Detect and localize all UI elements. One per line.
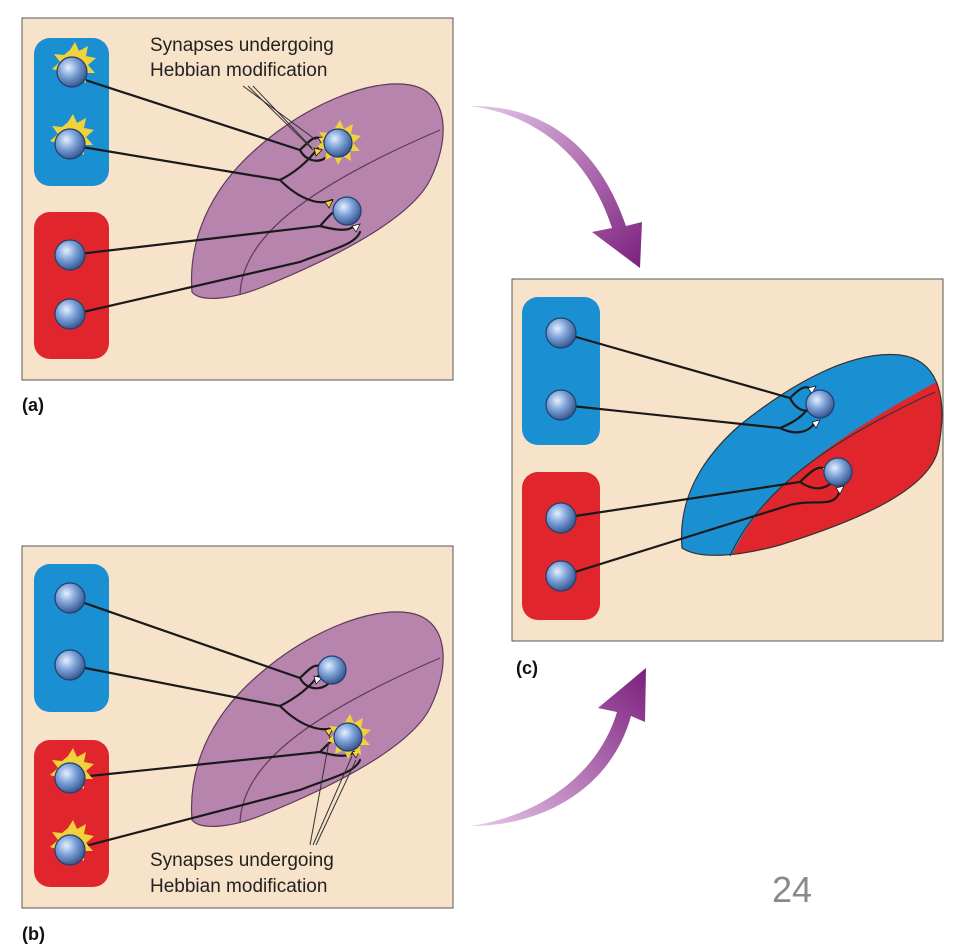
panel-c-cortex-boundary bbox=[729, 391, 936, 557]
panel-c-axon-2b bbox=[778, 422, 816, 434]
panel-a-axon-1b bbox=[298, 148, 330, 162]
panel-a-synapse-3 bbox=[324, 199, 334, 209]
panel-a-axon-3b bbox=[318, 224, 356, 231]
panel-c: (c) bbox=[511, 278, 944, 678]
panel-b-axon-1b bbox=[298, 676, 330, 690]
panel-b-pointer-3 bbox=[315, 759, 357, 846]
panel-c-presynaptic-neuron-2 bbox=[545, 389, 577, 421]
panel-a-caption-line-1: Synapses undergoing bbox=[150, 35, 334, 56]
panel-b-cortex-fold bbox=[239, 657, 441, 824]
panel-b-postsynaptic-neuron-2 bbox=[333, 722, 363, 752]
panel-c-presynaptic-neuron-3 bbox=[545, 502, 577, 534]
panel-b-presynaptic-neuron-1 bbox=[54, 582, 86, 614]
panel-a-pointer-1 bbox=[242, 85, 317, 141]
panel-b-cortex-region bbox=[190, 611, 444, 827]
panel-a-axon-4 bbox=[68, 230, 362, 317]
panel-c-postsynaptic-neuron-1 bbox=[805, 389, 835, 419]
panel-c-postsynaptic-neuron-2 bbox=[823, 457, 853, 487]
panel-b-presynaptic-neuron-4 bbox=[54, 834, 86, 866]
arrow-b-to-c bbox=[470, 668, 646, 826]
panel-c-axon-4 bbox=[560, 488, 842, 578]
panel-c-synapse-4 bbox=[835, 485, 845, 495]
panel-a-presynaptic-neuron-4 bbox=[54, 298, 86, 330]
panel-a-cortex-region bbox=[190, 83, 444, 299]
panel-c-red-group bbox=[522, 472, 600, 620]
panel-c-axon-3b bbox=[798, 480, 832, 490]
panel-a-label: (a) bbox=[22, 395, 44, 415]
panel-a-pointer-2 bbox=[247, 85, 314, 151]
panel-b-axon-3b bbox=[318, 750, 356, 757]
panel-c-presynaptic-neuron-4 bbox=[545, 560, 577, 592]
panel-a-presynaptic-neuron-3 bbox=[54, 239, 86, 271]
panel-b-postsynaptic-neuron-1 bbox=[317, 655, 347, 685]
panel-a-synapse-4 bbox=[351, 223, 361, 233]
panel-a-presynaptic-neuron-2 bbox=[54, 128, 86, 160]
panel-a-presynaptic-neuron-1 bbox=[56, 56, 88, 88]
panel-a-postsynaptic-neuron-1 bbox=[323, 128, 353, 158]
panel-a-pointer-3 bbox=[252, 85, 313, 149]
panel-c-synapse-1 bbox=[807, 385, 817, 395]
panel-a-synapse-2 bbox=[313, 147, 323, 157]
panel-a-red-group bbox=[34, 212, 109, 359]
panel-b: Synapses undergoing Hebbian modification… bbox=[21, 545, 454, 944]
panel-c-label: (c) bbox=[516, 658, 538, 678]
panel-b-presynaptic-neuron-2 bbox=[54, 649, 86, 681]
page-number: 24 bbox=[772, 869, 812, 910]
panel-b-caption-line-2: Hebbian modification bbox=[150, 876, 327, 897]
panel-b-pointer-2 bbox=[312, 755, 353, 846]
panel-c-cortex-outline bbox=[680, 353, 943, 556]
panel-b-pointer-1 bbox=[309, 735, 331, 846]
panel-c-presynaptic-neuron-1 bbox=[545, 317, 577, 349]
panel-b-synapse-3 bbox=[324, 727, 334, 737]
panel-a-postsynaptic-neuron-2 bbox=[332, 196, 362, 226]
panel-b-label: (b) bbox=[22, 924, 45, 944]
panel-a: Synapses undergoing Hebbian modification… bbox=[21, 17, 454, 415]
panel-b-axon-4 bbox=[68, 758, 362, 852]
panel-c-synapse-2 bbox=[811, 419, 821, 429]
panel-a-caption-line-2: Hebbian modification bbox=[150, 60, 327, 81]
panel-b-caption-line-1: Synapses undergoing bbox=[150, 850, 334, 871]
arrow-a-to-c bbox=[470, 105, 642, 269]
panel-b-blue-group bbox=[34, 564, 109, 712]
panel-b-presynaptic-neuron-3 bbox=[54, 762, 86, 794]
